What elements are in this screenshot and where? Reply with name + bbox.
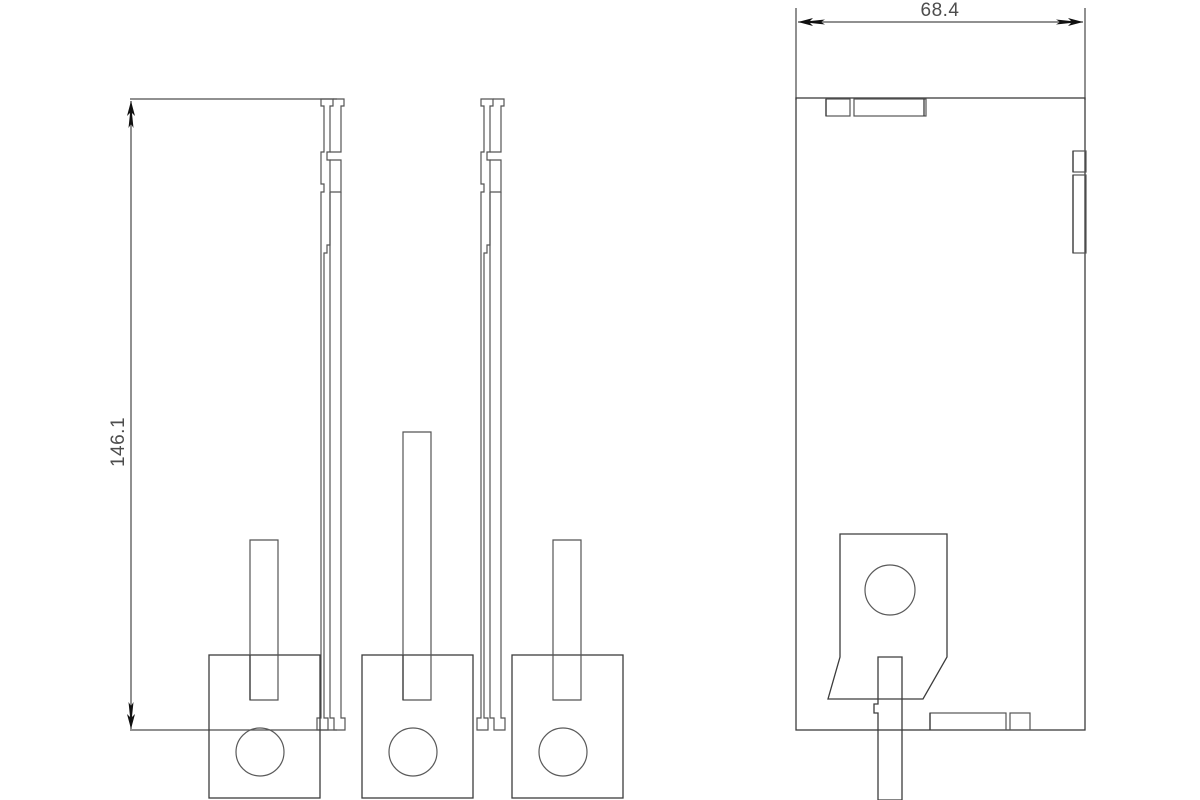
dimension-height-arrow-top-tail — [128, 104, 134, 128]
dimension-width-label: 68.4 — [921, 0, 960, 21]
edge-notch-lower — [1072, 174, 1087, 254]
edge-notch-upper — [1072, 150, 1087, 173]
top-tab-small — [825, 98, 851, 117]
contact-pin-1 — [316, 98, 346, 731]
lug-hole — [864, 564, 916, 616]
terminal-block-1 — [208, 539, 321, 799]
side-view: 68.4 — [795, 0, 1087, 800]
terminal-block-3-blade — [552, 539, 582, 701]
tapered-lug — [827, 533, 948, 700]
contact-pin-2-shoulder-upper — [490, 159, 502, 193]
blade — [873, 656, 903, 800]
bottom-tab-small — [1009, 712, 1031, 731]
dimension-width-arrow-right-tail — [1056, 19, 1080, 25]
dimension-height-label: 146.1 — [108, 417, 129, 467]
terminal-block-1-blade — [249, 539, 279, 701]
dimension-width-arrow-left-tail — [801, 19, 825, 25]
terminal-block-3-body — [511, 654, 624, 799]
front-view: 146.1 — [108, 98, 624, 799]
top-tab-large — [853, 98, 927, 117]
terminal-block-1-body — [208, 654, 321, 799]
terminal-block-2-body — [361, 654, 474, 799]
terminal-block-2-blade — [402, 431, 432, 701]
dimension-height: 146.1 — [108, 98, 337, 731]
contact-pin-1-shoulder-upper — [330, 159, 342, 193]
contact-pin-2-shoulder-lower — [490, 98, 505, 153]
dimension-height-arrow-bottom-tail — [128, 702, 134, 726]
dimension-width: 68.4 — [795, 0, 1086, 100]
bottom-tab-large — [929, 712, 1007, 731]
terminal-block-3 — [511, 539, 624, 799]
terminal-block-2-hole — [388, 727, 438, 777]
terminal-block-2 — [361, 431, 474, 799]
contact-pin-1-right-leg — [329, 192, 346, 731]
contact-pin-2 — [476, 98, 506, 731]
contact-pin-2-outline — [476, 98, 494, 731]
contact-pin-2-right-leg — [489, 192, 506, 731]
terminal-block-3-hole — [538, 727, 588, 777]
contact-pin-1-shoulder-lower — [330, 98, 345, 153]
contact-pin-1-outline — [316, 98, 334, 731]
terminal-block-1-hole — [235, 727, 285, 777]
